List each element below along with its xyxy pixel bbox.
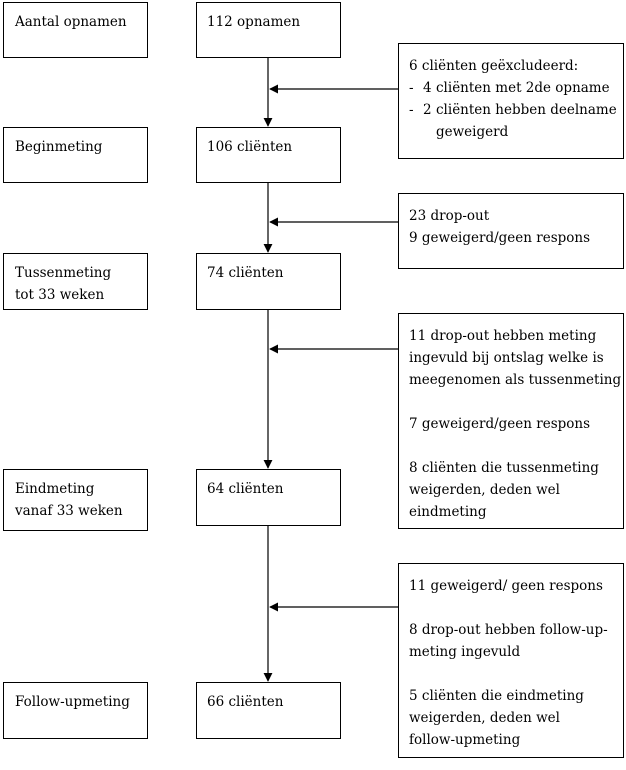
exclusion-line: follow-upmeting <box>409 732 521 748</box>
exclusion-line: meegenomen als tussenmeting <box>409 372 622 388</box>
exclusion-line: 7 geweigerd/geen respons <box>409 416 591 432</box>
stage-box-beginmeting: Beginmeting <box>3 127 148 183</box>
count-box-eindmeting: 64 cliënten <box>196 469 341 526</box>
stage-box-tussenmeting: Tussenmeting tot 33 weken <box>3 253 148 310</box>
exclusion-line: eindmeting <box>409 504 487 520</box>
stage-box-eindmeting: Eindmeting vanaf 33 weken <box>3 469 148 531</box>
exclusion-item: - 2 cliënten hebben deelname <box>409 99 617 121</box>
exclusion-box-1: 6 cliënten geëxcludeerd: - 4 cliënten me… <box>398 43 624 159</box>
item-text-continued: geweigerd <box>436 124 509 140</box>
count-box-tussenmeting: 74 cliënten <box>196 253 341 310</box>
exclusion-box-3: 11 drop-out hebben meting ingevuld bij o… <box>398 313 624 529</box>
count-box-opnamen: 112 opnamen <box>196 2 341 58</box>
exclusion-line: meting ingevuld <box>409 644 521 660</box>
count-label: 64 cliënten <box>207 481 284 497</box>
count-label: 66 cliënten <box>207 694 284 710</box>
stage-label: Beginmeting <box>15 139 103 155</box>
stage-box-aantal-opnamen: Aantal opnamen <box>3 2 148 58</box>
count-box-beginmeting: 106 cliënten <box>196 127 341 183</box>
stage-label: tot 33 weken <box>15 287 105 303</box>
exclusion-line: ingevuld bij ontslag welke is <box>409 350 604 366</box>
exclusion-line: 8 cliënten die tussenmeting <box>409 460 599 476</box>
stage-label: Aantal opnamen <box>15 14 127 30</box>
exclusion-line: 23 drop-out <box>409 208 490 224</box>
exclusion-box-4: 11 geweigerd/ geen respons 8 drop-out he… <box>398 563 624 758</box>
exclusion-item: - 4 cliënten met 2de opname <box>409 77 615 99</box>
item-number: 4 <box>423 80 432 96</box>
item-text: cliënten hebben deelname <box>436 102 617 118</box>
stage-label: vanaf 33 weken <box>15 503 123 519</box>
exclusion-line: 11 geweigerd/ geen respons <box>409 578 603 594</box>
stage-label: Eindmeting <box>15 481 95 497</box>
count-label: 112 opnamen <box>207 14 301 30</box>
count-box-follow-upmeting: 66 cliënten <box>196 682 341 739</box>
count-label: 74 cliënten <box>207 265 284 281</box>
count-label: 106 cliënten <box>207 139 293 155</box>
exclusion-line: weigerden, deden wel <box>409 710 560 726</box>
item-text: cliënten met 2de opname <box>436 80 610 96</box>
stage-box-follow-upmeting: Follow-upmeting <box>3 682 148 739</box>
item-dash: - <box>409 80 414 96</box>
exclusion-line: 5 cliënten die eindmeting <box>409 688 584 704</box>
exclusion-box-2: 23 drop-out 9 geweigerd/geen respons <box>398 193 624 269</box>
item-number: 2 <box>423 102 432 118</box>
exclusion-line: 9 geweigerd/geen respons <box>409 230 591 246</box>
stage-label: Follow-upmeting <box>15 694 130 710</box>
exclusion-line: 11 drop-out hebben meting <box>409 328 597 344</box>
exclusion-line: weigerden, deden wel <box>409 482 560 498</box>
exclusion-line: 8 drop-out hebben follow-up- <box>409 622 608 638</box>
item-dash: - <box>409 102 414 118</box>
exclusion-heading: 6 cliënten geëxcludeerd: <box>409 58 579 74</box>
stage-label: Tussenmeting <box>15 265 112 281</box>
